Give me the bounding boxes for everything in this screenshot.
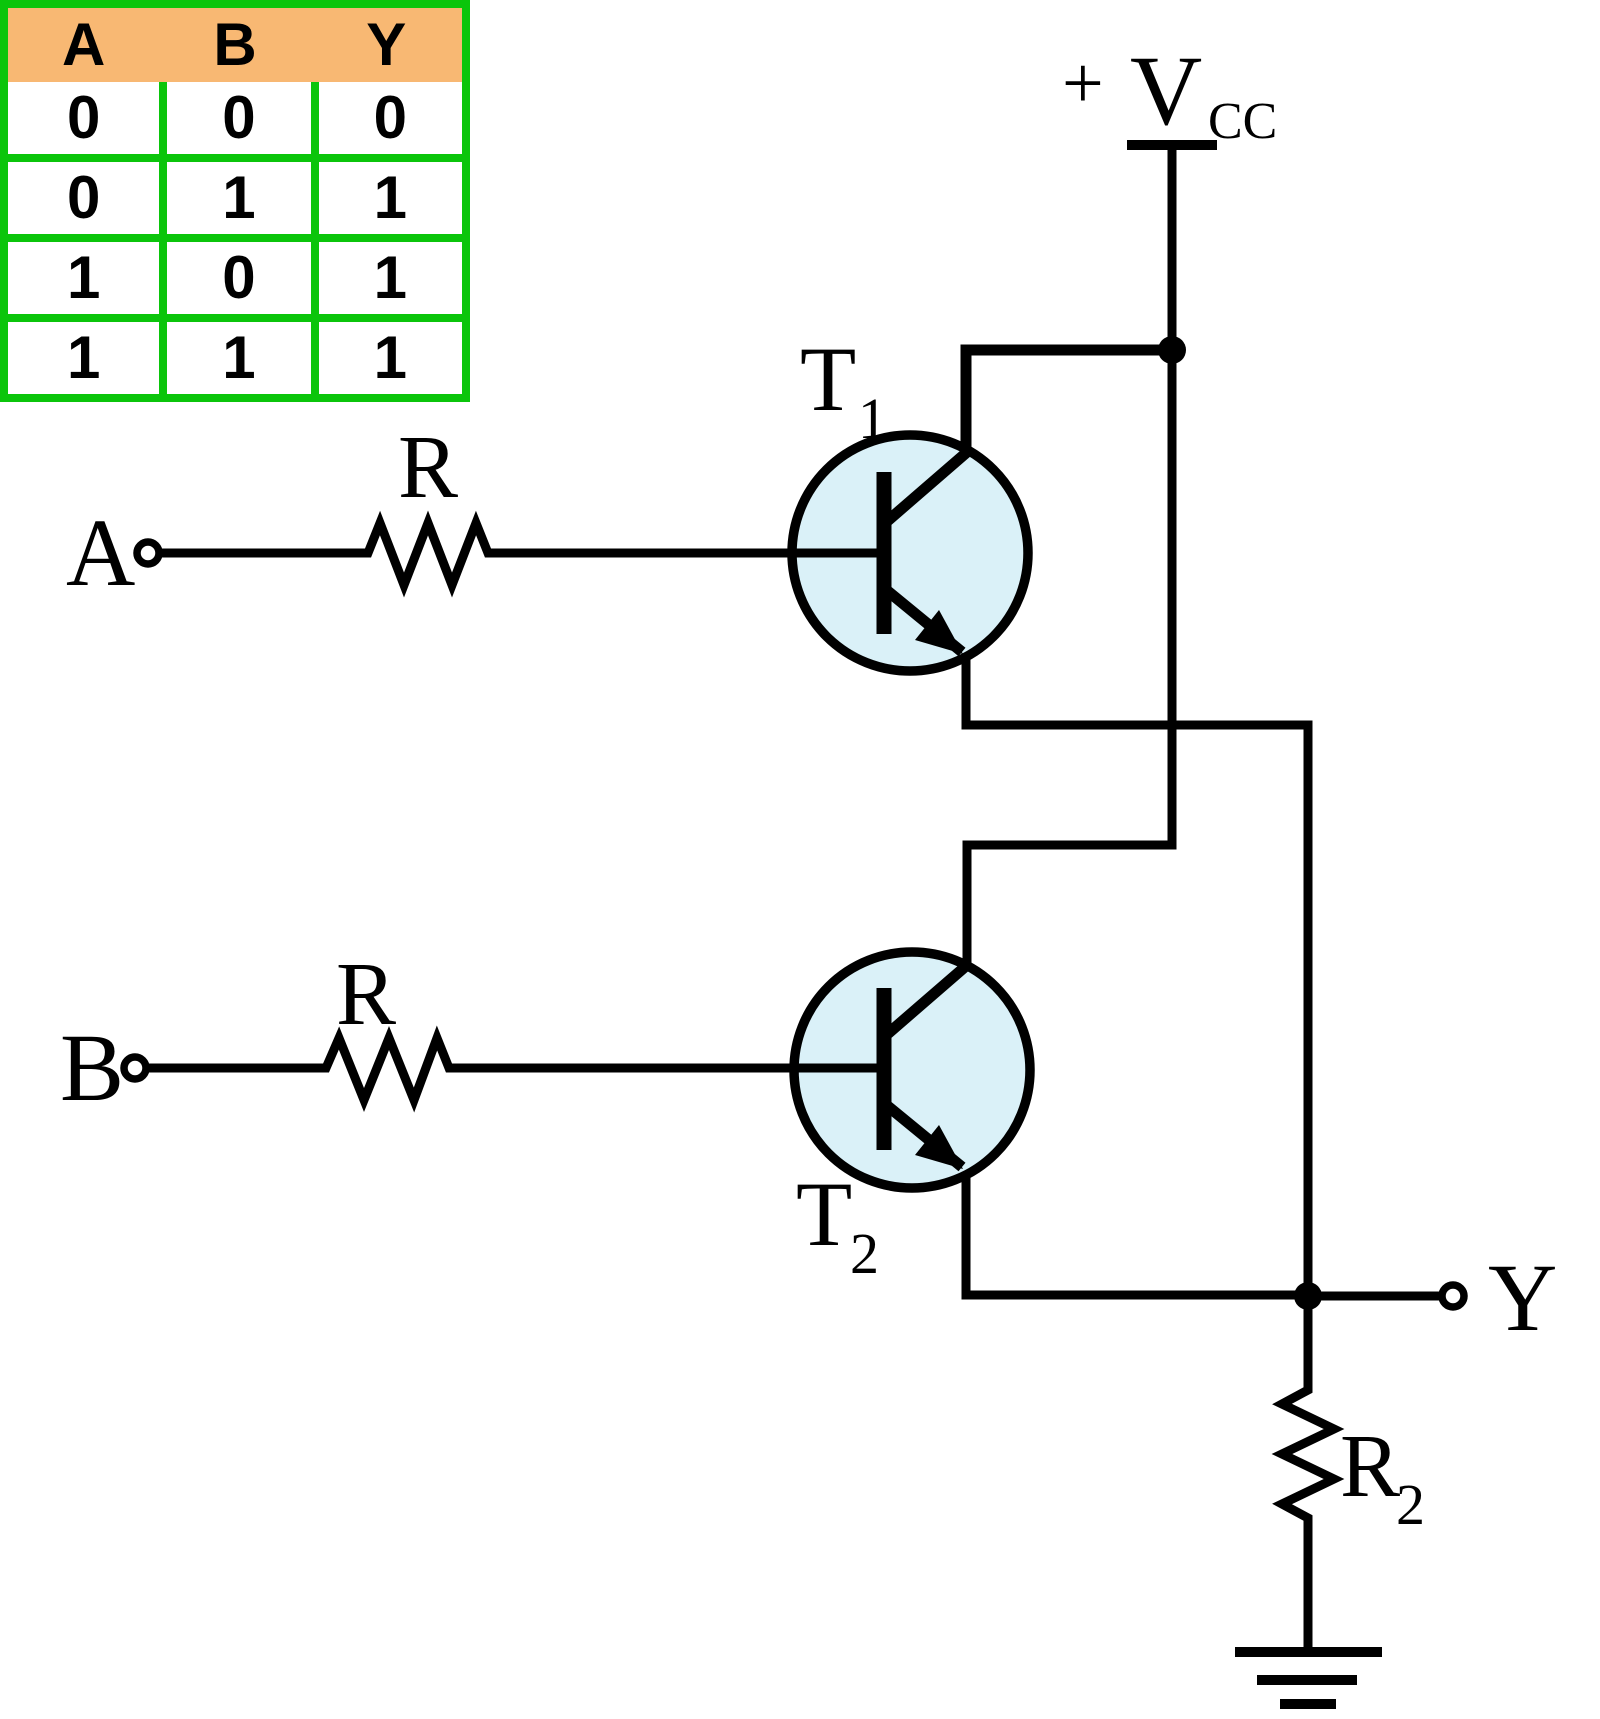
tt-cell: 1: [8, 322, 160, 394]
tt-cell: 0: [159, 82, 311, 154]
tt-cell: 0: [159, 242, 311, 314]
tt-cell: 1: [159, 162, 311, 234]
r2-label: R: [1340, 1417, 1400, 1516]
t2-emitter-arrow: [915, 1125, 963, 1169]
truth-table-row: 0 0 0: [8, 82, 462, 154]
truth-table-header-row: A B Y: [8, 8, 462, 82]
input-a-label: A: [66, 499, 135, 606]
resistor-b-label: R: [336, 945, 396, 1044]
vcc-subscript: CC: [1208, 93, 1277, 150]
truth-table-body: 0 0 0 0 1 1 1 0 1 1 1 1: [8, 82, 462, 394]
tt-cell: 1: [310, 322, 462, 394]
tt-cell: 1: [159, 322, 311, 394]
input-b-label: B: [60, 1014, 124, 1121]
tt-cell: 0: [8, 162, 160, 234]
t2-collector-line: [880, 961, 970, 1042]
truth-table-row: 1 0 1: [8, 234, 462, 314]
t1-emitter-to-output-wire: [961, 657, 1313, 1297]
tt-header-cell-a: A: [8, 8, 160, 82]
input-a-terminal: [133, 538, 163, 568]
t2-subscript: 2: [850, 1221, 879, 1286]
r2-subscript: 2: [1396, 1472, 1425, 1537]
truth-table: A B Y 0 0 0 0 1 1 1 0 1 1 1 1: [0, 0, 470, 402]
tt-cell: 1: [310, 162, 462, 234]
input-b-wire-resistor-r: [147, 1025, 884, 1113]
resistor-a-label: R: [398, 418, 458, 517]
t1-collector-wire: [880, 344, 1172, 529]
truth-table-row: 0 1 1: [8, 154, 462, 234]
vcc-plus-sign: +: [1062, 43, 1104, 125]
t2-emitter-to-output-wire: [961, 1172, 1308, 1300]
truth-table-row: 1 1 1: [8, 314, 462, 394]
t1-label: T: [800, 328, 856, 430]
input-a-wire-resistor-r: [160, 510, 884, 598]
t2-label: T: [796, 1163, 852, 1265]
output-y-terminal: [1438, 1281, 1468, 1311]
tt-cell: 1: [310, 242, 462, 314]
t1-subscript: 1: [858, 386, 887, 451]
tt-header-cell-y: Y: [310, 8, 462, 82]
vcc-label: V: [1130, 35, 1202, 146]
resistor-r2: [1271, 1296, 1345, 1652]
t1-emitter-arrow: [915, 610, 963, 654]
tt-cell: 0: [8, 82, 160, 154]
tt-cell: 0: [310, 82, 462, 154]
input-b-terminal: [120, 1053, 150, 1083]
vcc-to-t2-collector-wire: [962, 145, 1177, 966]
tt-header-cell-b: B: [159, 8, 311, 82]
output-y-label: Y: [1488, 1244, 1557, 1351]
tt-cell: 1: [8, 242, 160, 314]
